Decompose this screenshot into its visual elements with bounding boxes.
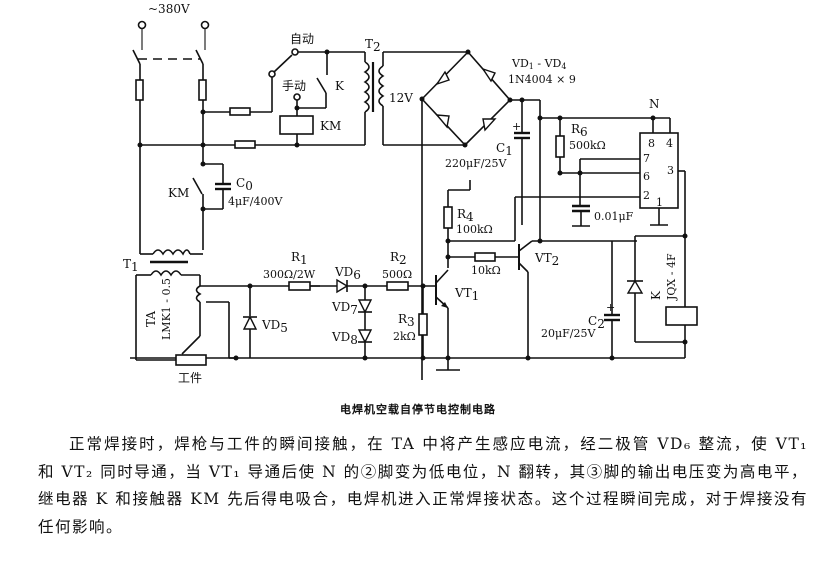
vd5-label: VD5 [261,318,288,335]
figure-caption: 电焊机空载自停节电控制电路 [340,403,496,416]
c1-label: C1 [496,141,513,158]
vd6-label: VD6 [334,265,361,282]
resistor-r6 [555,135,565,158]
relay-contact-k [316,77,327,94]
selector-auto-terminal [291,48,299,56]
ic-pin-8: 8 [648,137,655,150]
selector-manual-terminal [293,93,301,101]
label-manual: 手动 [282,79,306,93]
svg-text:+: + [606,301,615,314]
k-coil-label: K [649,290,663,300]
r1-value: 300Ω/2W [263,268,316,281]
label-auto: 自动 [290,32,314,46]
diode-vd7 [357,299,373,314]
bridge-rectifier [419,49,513,380]
r2-label: R2 [390,250,407,267]
vt1-label: VT1 [454,286,479,303]
r6-value: 500kΩ [569,139,606,152]
r6-label: R6 [571,122,588,139]
timing-cap-value: 0.01μF [594,210,634,223]
r2-value: 500Ω [382,268,412,281]
relay-k-label: K [335,79,345,93]
c0-label: C0 [236,176,253,193]
t1-secondary-winding [150,270,182,277]
bridge-label: VD1 - VD4 [511,57,566,71]
r3-value: 2kΩ [393,330,416,343]
r-base-value: 10kΩ [471,264,501,277]
contactor-km-coil [279,115,314,135]
c0-value: 4μF/400V [228,195,283,208]
fuses-mains [135,79,207,145]
diode-vd5 [242,315,258,330]
km-contact [192,177,203,195]
flyback-diode [626,279,644,294]
t2-label: T2 [365,37,381,54]
ta-current-transformer [195,285,202,303]
r1-label: R1 [291,250,308,267]
resistor-10k [474,252,496,262]
ic-pin-3: 3 [667,164,674,177]
fuse-return [234,140,256,149]
c2-value: 20μF/25V [541,327,596,340]
welding-gun-lead [181,335,201,355]
ta-label: TA [144,311,158,327]
resistor-r1 [288,281,311,291]
workpiece [175,354,207,366]
selector-switch-lever [273,54,293,73]
diode-vd8 [357,329,373,344]
ic-pin-4: 4 [666,137,673,150]
ic-n-label: N [649,97,660,111]
svg-text:+: + [512,120,521,133]
relay-k-coil [665,306,698,326]
t1-primary-winding [152,249,191,256]
resistor-r2 [386,281,409,291]
r4-value: 100kΩ [456,223,493,236]
c2-label: C2 [588,314,605,331]
resistor-r3 [418,313,428,336]
c1-value: 220μF/25V [445,157,507,170]
circuit-schematic: ~380V 自动 K 手动 KM [123,2,698,385]
fuse-control [229,107,251,116]
ic-pin-7: 7 [643,152,650,165]
t1-label: T1 [123,257,139,274]
vd8-label: VD8 [331,330,358,347]
k-coil-model: JQX - 4F [665,253,678,301]
vd7-label: VD7 [331,300,358,317]
selector-common-terminal [268,70,276,78]
supply-voltage-label: ~380V [148,2,190,16]
main-switch [132,49,204,80]
vt2-label: VT2 [534,251,559,268]
workpiece-label: 工件 [178,371,202,385]
t2-secondary-winding [378,65,385,107]
ic-pin-6: 6 [643,170,650,183]
ic-pin-2: 2 [643,189,650,202]
r3-label: R3 [398,312,415,329]
diode-vd6 [336,278,349,294]
ta-model: LMK1 - 0.5 [160,278,173,340]
t2-primary-winding [363,61,370,113]
r4-label: R4 [457,207,474,224]
km-contact-label: KM [168,186,189,200]
km-coil-label: KM [320,119,341,133]
bridge-part-number: 1N4004 × 9 [508,73,576,86]
t2-secondary-voltage: 12V [389,91,413,105]
ic-pin-1: 1 [656,196,663,209]
supply-terminals: ~380V [137,2,210,50]
resistor-r4 [443,206,453,229]
description-paragraph: 正常焊接时，焊枪与工件的瞬间接触，在 TA 中将产生感应电流，经二极管 VD₆ … [38,435,808,536]
